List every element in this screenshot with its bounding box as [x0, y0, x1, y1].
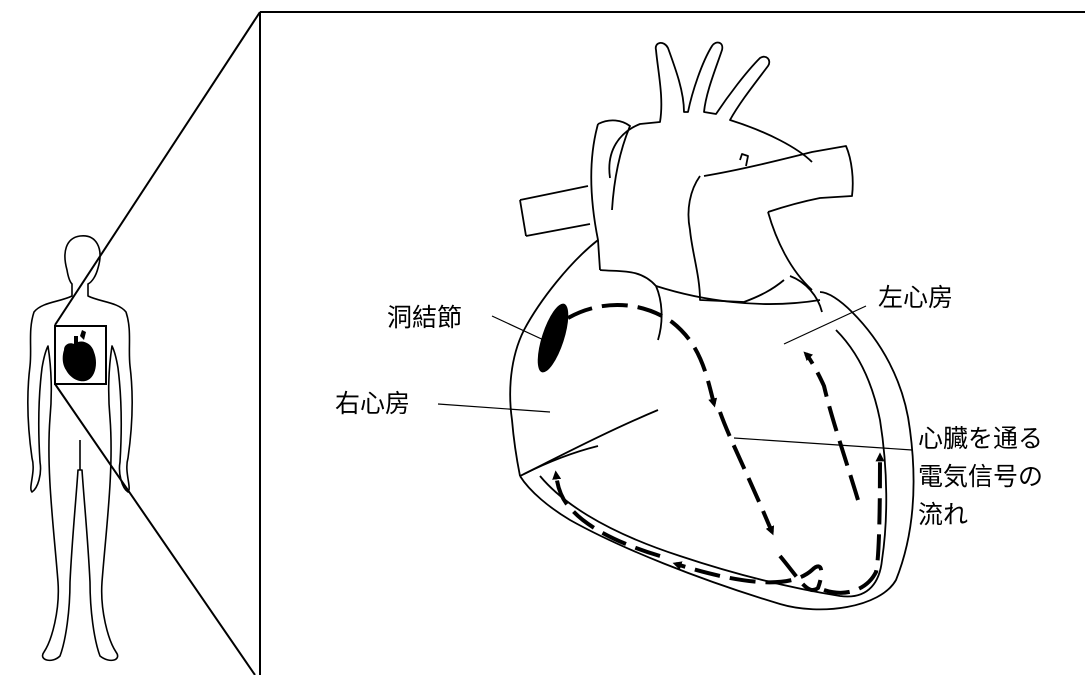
- sinus-node: [531, 300, 574, 375]
- signal-flow-line-3: 流れ: [918, 496, 1043, 534]
- heart-outline: [510, 43, 913, 610]
- zoom-frame: [55, 12, 1085, 675]
- small-heart-box: [55, 326, 106, 384]
- left-atrium-label: 左心房: [878, 282, 953, 314]
- human-figure: [28, 236, 132, 661]
- right-atrium-label: 右心房: [335, 388, 410, 420]
- conduction-paths: [556, 305, 880, 593]
- signal-flow-line-2: 電気信号の: [918, 458, 1043, 496]
- sinus-node-label: 洞結節: [387, 302, 462, 334]
- leader-lines: [438, 306, 912, 450]
- signal-flow-label: 心臓を通る 電気信号の 流れ: [918, 420, 1043, 534]
- signal-flow-line-1: 心臓を通る: [918, 420, 1043, 458]
